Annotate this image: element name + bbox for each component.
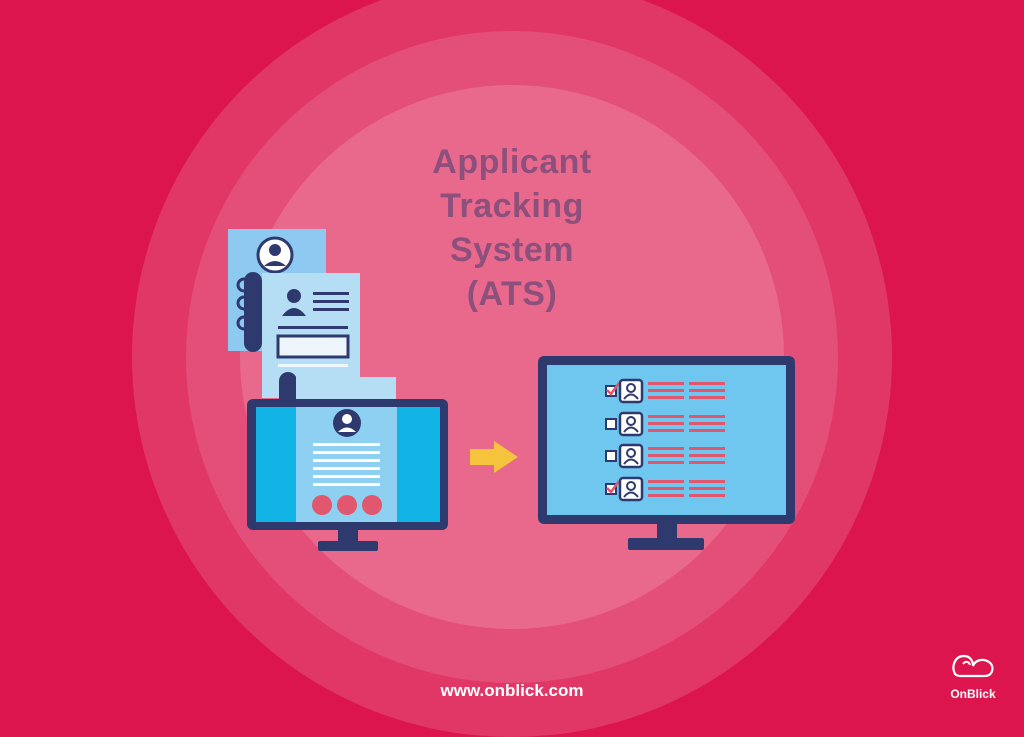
brand-name: OnBlick: [950, 687, 996, 701]
title-line-1: Applicant: [432, 143, 592, 181]
candidate-row: [605, 411, 725, 437]
checkbox-empty-icon: [605, 450, 617, 462]
resume-person-icon: [287, 289, 301, 303]
brand-logo: OnBlick: [940, 652, 1006, 701]
candidate-list: [605, 378, 725, 502]
title-line-4: (ATS): [466, 275, 558, 313]
checkbox-checked-icon: [605, 483, 617, 495]
right-monitor: [538, 356, 795, 550]
title-line-2: Tracking: [440, 187, 584, 225]
candidate-row: [605, 476, 725, 502]
candidate-row: [605, 443, 725, 469]
title-line-3: System: [450, 231, 574, 269]
website-url[interactable]: www.onblick.com: [440, 681, 584, 700]
checkbox-checked-icon: [605, 385, 617, 397]
candidate-row: [605, 378, 725, 404]
left-monitor: [247, 399, 448, 551]
checkbox-empty-icon: [605, 418, 617, 430]
page-title: Applicant Tracking System (ATS): [362, 140, 662, 316]
onblick-logo-icon: [952, 654, 994, 678]
arrow-right-icon: [470, 441, 518, 473]
